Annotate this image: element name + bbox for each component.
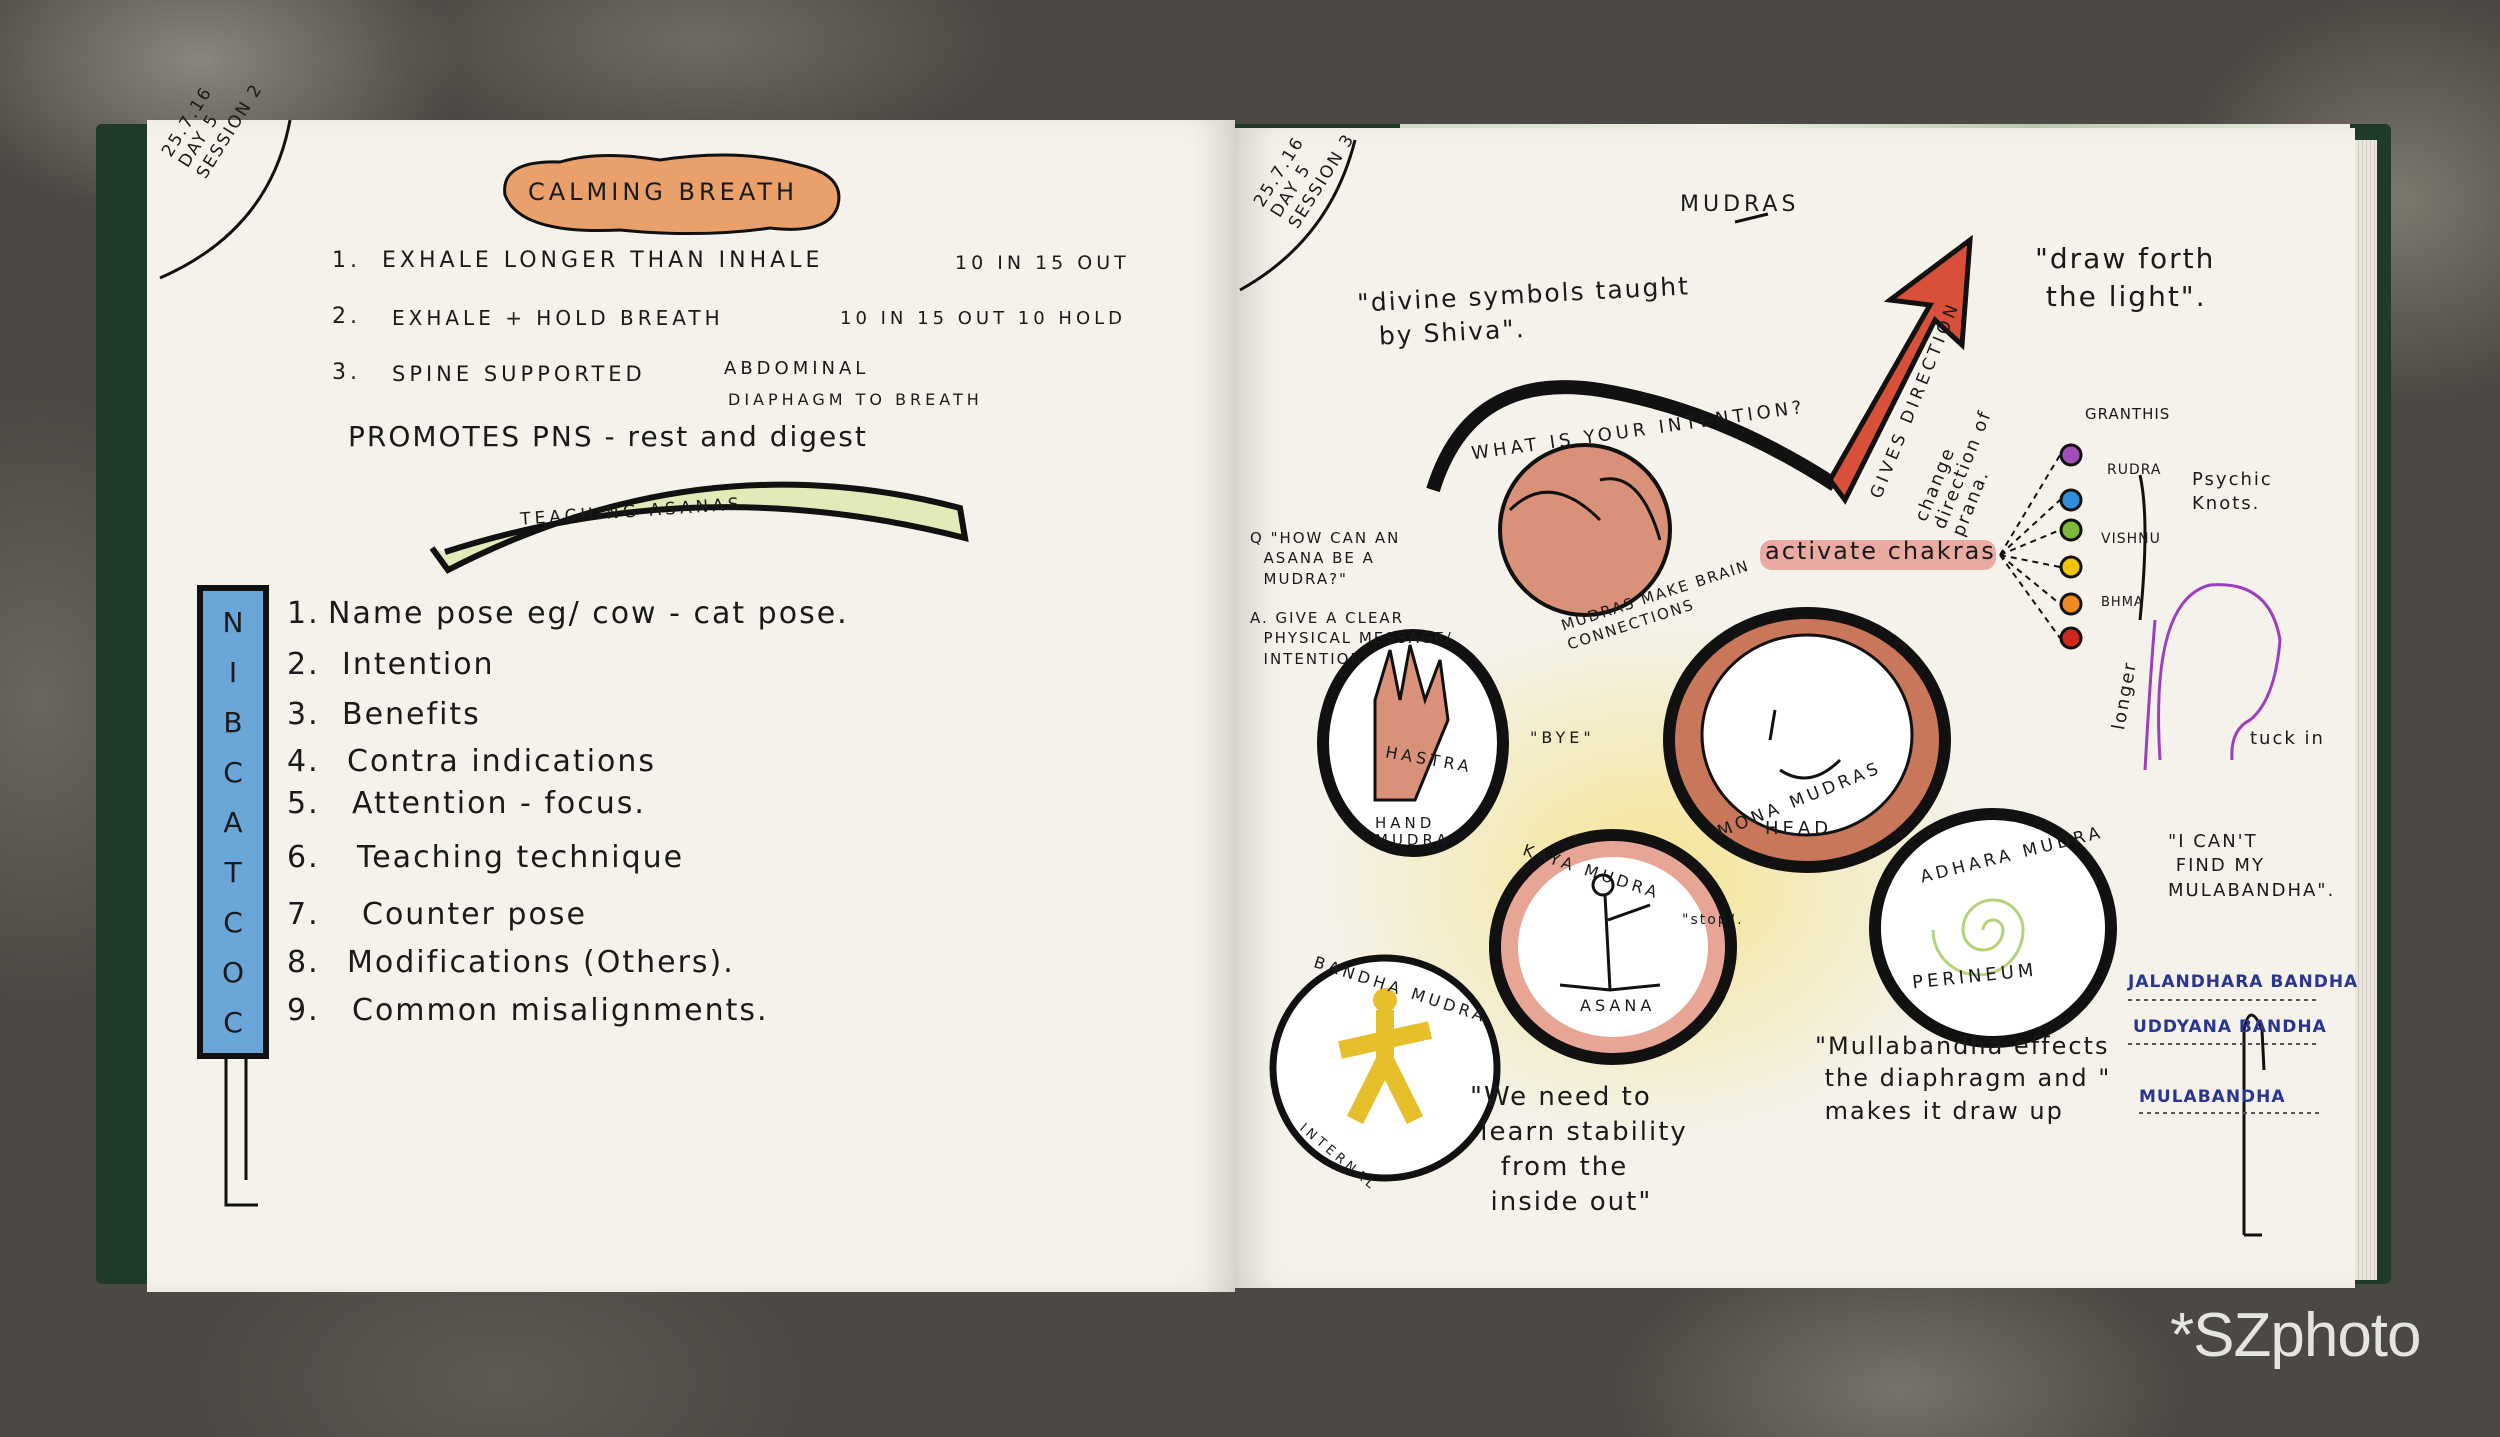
checklist-num: 2.: [287, 647, 320, 682]
checklist-num: 5.: [287, 786, 320, 821]
answer: A. GIVE A CLEAR PHYSICAL MESSAGE/ INTENT…: [1250, 609, 1453, 668]
chakras-highlight: [1760, 540, 1996, 570]
checklist-num: 8.: [287, 945, 320, 980]
mudra-circles: [1269, 607, 2117, 1182]
uddyana-bandha: UDDYANA BANDHA: [2133, 1017, 2327, 1037]
checklist-num: 6.: [287, 840, 320, 875]
acronym-letter: A: [223, 806, 243, 839]
checklist-text: Modifications (Others).: [347, 945, 735, 980]
knots-bracket: [2138, 474, 2147, 621]
acronym-letter: C: [223, 906, 243, 939]
chakra-fan: [1999, 454, 2061, 639]
chakra-dot: [2059, 443, 2083, 467]
chakra-dot: [2059, 592, 2083, 616]
acronym-letter: B: [223, 706, 243, 739]
checklist-text: Benefits: [342, 697, 481, 732]
acronym-letter: O: [221, 956, 245, 989]
chakra-dot: [2059, 488, 2083, 512]
date-corner-arc: [159, 119, 292, 280]
chakra-dot: [2059, 518, 2083, 542]
tuck-in-note: tuck in: [2250, 728, 2325, 749]
chakra-dot: [2059, 626, 2083, 650]
acronym-bar: [197, 585, 269, 1059]
watermark: *SZphoto: [2170, 1301, 2422, 1370]
chakras-label: activate chakras: [1765, 537, 1996, 565]
granthis-label: GRANTHIS: [2085, 405, 2171, 423]
bandha-figure: [1338, 1010, 1432, 1125]
hand-mudra-label: HAND MUDRA: [1375, 814, 1451, 849]
head-label: HEAD: [1765, 818, 1833, 839]
title-blob: [503, 153, 841, 236]
checklist-text: Name pose eg/ cow - cat pose.: [328, 596, 849, 631]
checklist-num: 1.: [287, 596, 320, 631]
title-underline: [1734, 212, 1769, 224]
step-text: EXHALE LONGER THAN INHALE: [382, 248, 824, 273]
step-text: EXHALE + HOLD BREATH: [392, 306, 724, 330]
checklist-num: 7.: [287, 897, 320, 932]
stick-figure: [1559, 894, 1661, 992]
checklist-num: 4.: [287, 744, 320, 779]
step-num: 2.: [332, 304, 361, 329]
checklist-text: Contra indications: [347, 744, 657, 779]
question: Q "HOW CAN AN ASANA BE A MUDRA?": [1250, 529, 1401, 588]
acronym-letter: I: [228, 656, 238, 689]
acronym-letter: T: [224, 856, 242, 889]
head-profile: [2157, 583, 2282, 761]
psychic-knots: Psychic Knots.: [2192, 469, 2273, 515]
direction-arrow: [1827, 234, 1973, 505]
step-text: SPINE SUPPORTED: [392, 362, 646, 386]
checklist-text: Counter pose: [362, 897, 587, 932]
step-detail: 10 IN 15 OUT: [955, 252, 1130, 274]
step-num: 3.: [332, 360, 361, 385]
quote-diaphragm: "Mullabandha effects the diaphragm and "…: [1815, 1032, 2112, 1125]
longer-arrow: [2143, 619, 2157, 771]
step-detail: 10 IN 15 OUT 10 HOLD: [840, 308, 1127, 329]
stop-quote: "stop".: [1682, 912, 1744, 928]
adhara-circle: [1869, 808, 2117, 1048]
checklist-text: Common misalignments.: [352, 993, 769, 1028]
acronym-letter: N: [222, 606, 244, 639]
granthi-brahma: BHMA: [2101, 595, 2144, 610]
quote-light: "draw forth the light".: [2035, 242, 2216, 313]
brain-drawing: [1498, 443, 1672, 617]
title: CALMING BREATH: [528, 178, 799, 206]
bye-quote: "BYE": [1530, 728, 1595, 747]
diaphragm-note: DIAPHAGM TO BREATH: [728, 390, 983, 409]
jalandhara-bandha: JALANDHARA BANDHA: [2128, 972, 2359, 992]
page-edges: [2355, 140, 2377, 1280]
acronym-letter: C: [223, 1006, 243, 1039]
spine-drawing: [2242, 1013, 2266, 1235]
checklist-num: 9.: [287, 993, 320, 1028]
asana-label: ASANA: [1580, 996, 1656, 1015]
checklist-num: 3.: [287, 697, 320, 732]
intention-arc: [1426, 380, 1839, 493]
pns-note: PROMOTES PNS - rest and digest: [348, 420, 868, 453]
chakra-dots: [2059, 443, 2083, 650]
granthi-rudra: RUDRA: [2107, 462, 2162, 478]
face-drawing: [1768, 709, 1842, 780]
mulabandha: MULABANDHA: [2139, 1087, 2286, 1107]
hand-drawing: [1373, 644, 1450, 802]
checklist-text: Teaching technique: [357, 840, 685, 875]
date-corner-arc: [1239, 139, 1357, 292]
quote-stability: "We need to learn stability from the ins…: [1470, 1082, 1688, 1218]
quote-mulabandha: "I CAN'T FIND MY MULABANDHA".: [2168, 831, 2336, 901]
step-detail: ABDOMINAL: [724, 358, 870, 379]
banner-arc: [429, 481, 969, 574]
bandha-dotted-lines: [2128, 999, 2320, 1114]
checklist-text: Attention - focus.: [352, 786, 646, 821]
acronym-stick: [224, 1056, 258, 1207]
chakra-dot: [2059, 555, 2083, 579]
spiral: [1931, 898, 2025, 977]
acronym-letter: C: [223, 756, 243, 789]
step-num: 1.: [332, 248, 361, 273]
granthi-vishnu: VISHNU: [2101, 531, 2161, 547]
checklist-text: Intention: [342, 647, 495, 682]
left-page: [147, 120, 1235, 1292]
page-title: MUDRAS: [1680, 192, 1800, 217]
acronym-letters: N I B C A T C O C: [200, 598, 266, 1048]
